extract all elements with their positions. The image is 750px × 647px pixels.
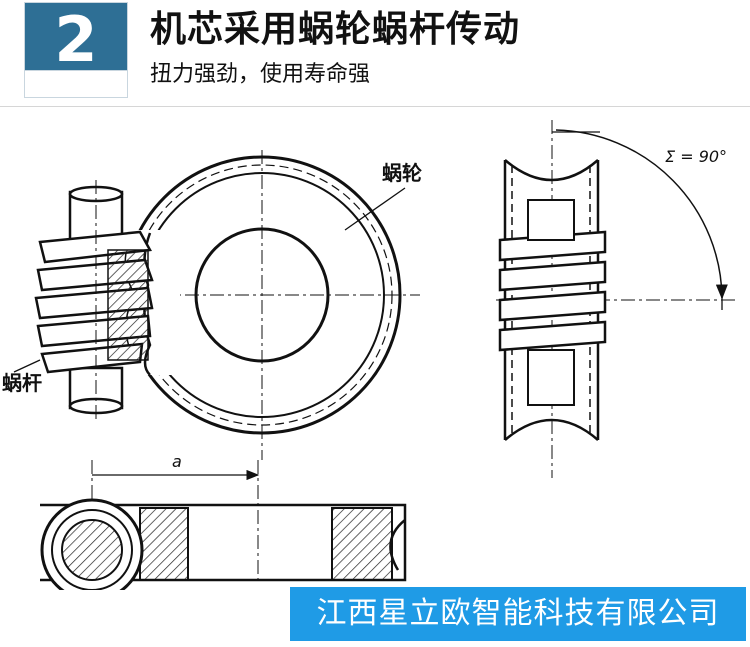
angle-label: Σ = 90° [665, 147, 727, 166]
page-title: 机芯采用蜗轮蜗杆传动 [150, 9, 521, 50]
header-divider [0, 106, 750, 107]
step-badge: 2 [24, 2, 128, 98]
badge-tab [25, 70, 127, 97]
worm-view [13, 180, 154, 420]
worm-gear-diagram: 蜗轮 蜗杆 [2, 120, 735, 590]
worm-wheel-label: 蜗轮 [382, 161, 422, 185]
page-subtitle: 扭力强劲，使用寿命强 [150, 62, 371, 87]
side-view [496, 120, 735, 478]
distance-label: a [172, 452, 182, 471]
step-number: 2 [54, 3, 98, 76]
worm-label: 蜗杆 [2, 371, 42, 395]
section-view [40, 460, 407, 590]
company-banner: 江西星立欧智能科技有限公司 [290, 587, 746, 641]
